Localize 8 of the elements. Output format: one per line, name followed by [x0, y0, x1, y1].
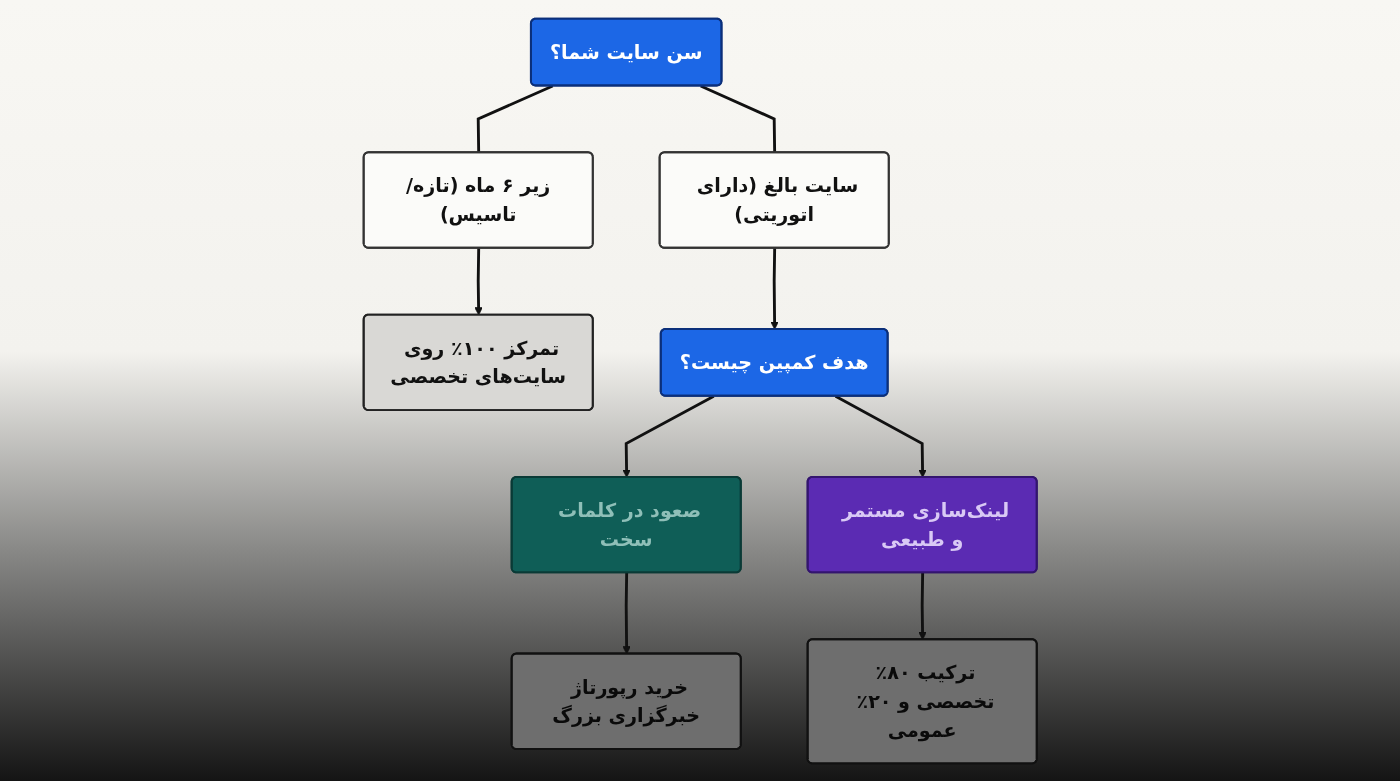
arrow	[834, 394, 927, 478]
arrow	[622, 394, 715, 478]
arrow	[622, 572, 631, 654]
arrow	[474, 247, 483, 315]
arrow	[770, 247, 779, 330]
arrow	[918, 572, 927, 640]
connector	[699, 84, 776, 153]
connector	[476, 84, 554, 153]
